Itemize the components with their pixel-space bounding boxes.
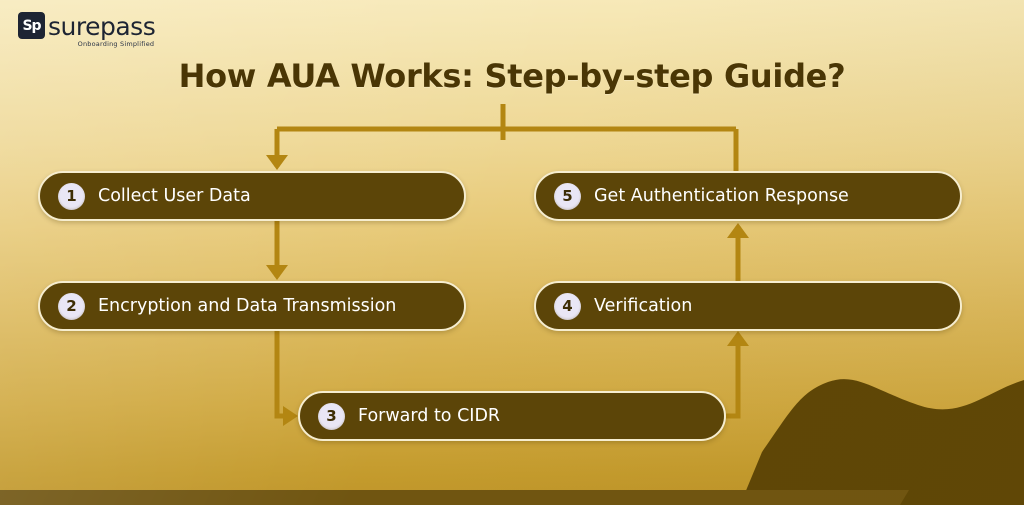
flow-step-2: 2 Encryption and Data Transmission [38, 281, 466, 331]
arrowhead-down-step-2 [266, 265, 288, 280]
footer-strip-angle [900, 455, 1024, 505]
step-label-5: Get Authentication Response [594, 186, 849, 206]
footer-strip [0, 490, 1024, 505]
connector-step-3-to-step-4 [726, 335, 741, 419]
arrowhead-up-step-5 [727, 223, 749, 238]
step-label-2: Encryption and Data Transmission [98, 296, 397, 316]
flow-step-1: 1 Collect User Data [38, 171, 466, 221]
brand-tagline: Onboarding Simplified [77, 40, 155, 48]
brand-logo-text: surepass Onboarding Simplified [48, 12, 156, 48]
step-number-badge-2: 2 [58, 292, 85, 320]
arrowhead-down-step-1 [266, 155, 288, 170]
step-label-4: Verification [594, 296, 693, 316]
step-number-badge-1: 1 [58, 182, 85, 210]
connector-step-2-to-step-3 [274, 331, 294, 419]
flow-step-5: 5 Get Authentication Response [534, 171, 962, 221]
page-title: How AUA Works: Step-by-step Guide? [178, 57, 846, 95]
step-label-3: Forward to CIDR [358, 406, 501, 426]
step-number-badge-5: 5 [554, 182, 581, 210]
arrowhead-up-step-4 [727, 331, 749, 346]
step-number-badge-3: 3 [318, 402, 345, 430]
brand-logo: Sp surepass Onboarding Simplified [18, 12, 156, 48]
flow-step-3: 3 Forward to CIDR [298, 391, 726, 441]
step-number-badge-4: 4 [554, 292, 581, 320]
flow-step-4: 4 Verification [534, 281, 962, 331]
step-label-1: Collect User Data [98, 186, 251, 206]
surepass-logo-icon: Sp [18, 12, 45, 39]
brand-name: surepass [48, 12, 156, 41]
arrowhead-right-step-3 [283, 406, 298, 426]
